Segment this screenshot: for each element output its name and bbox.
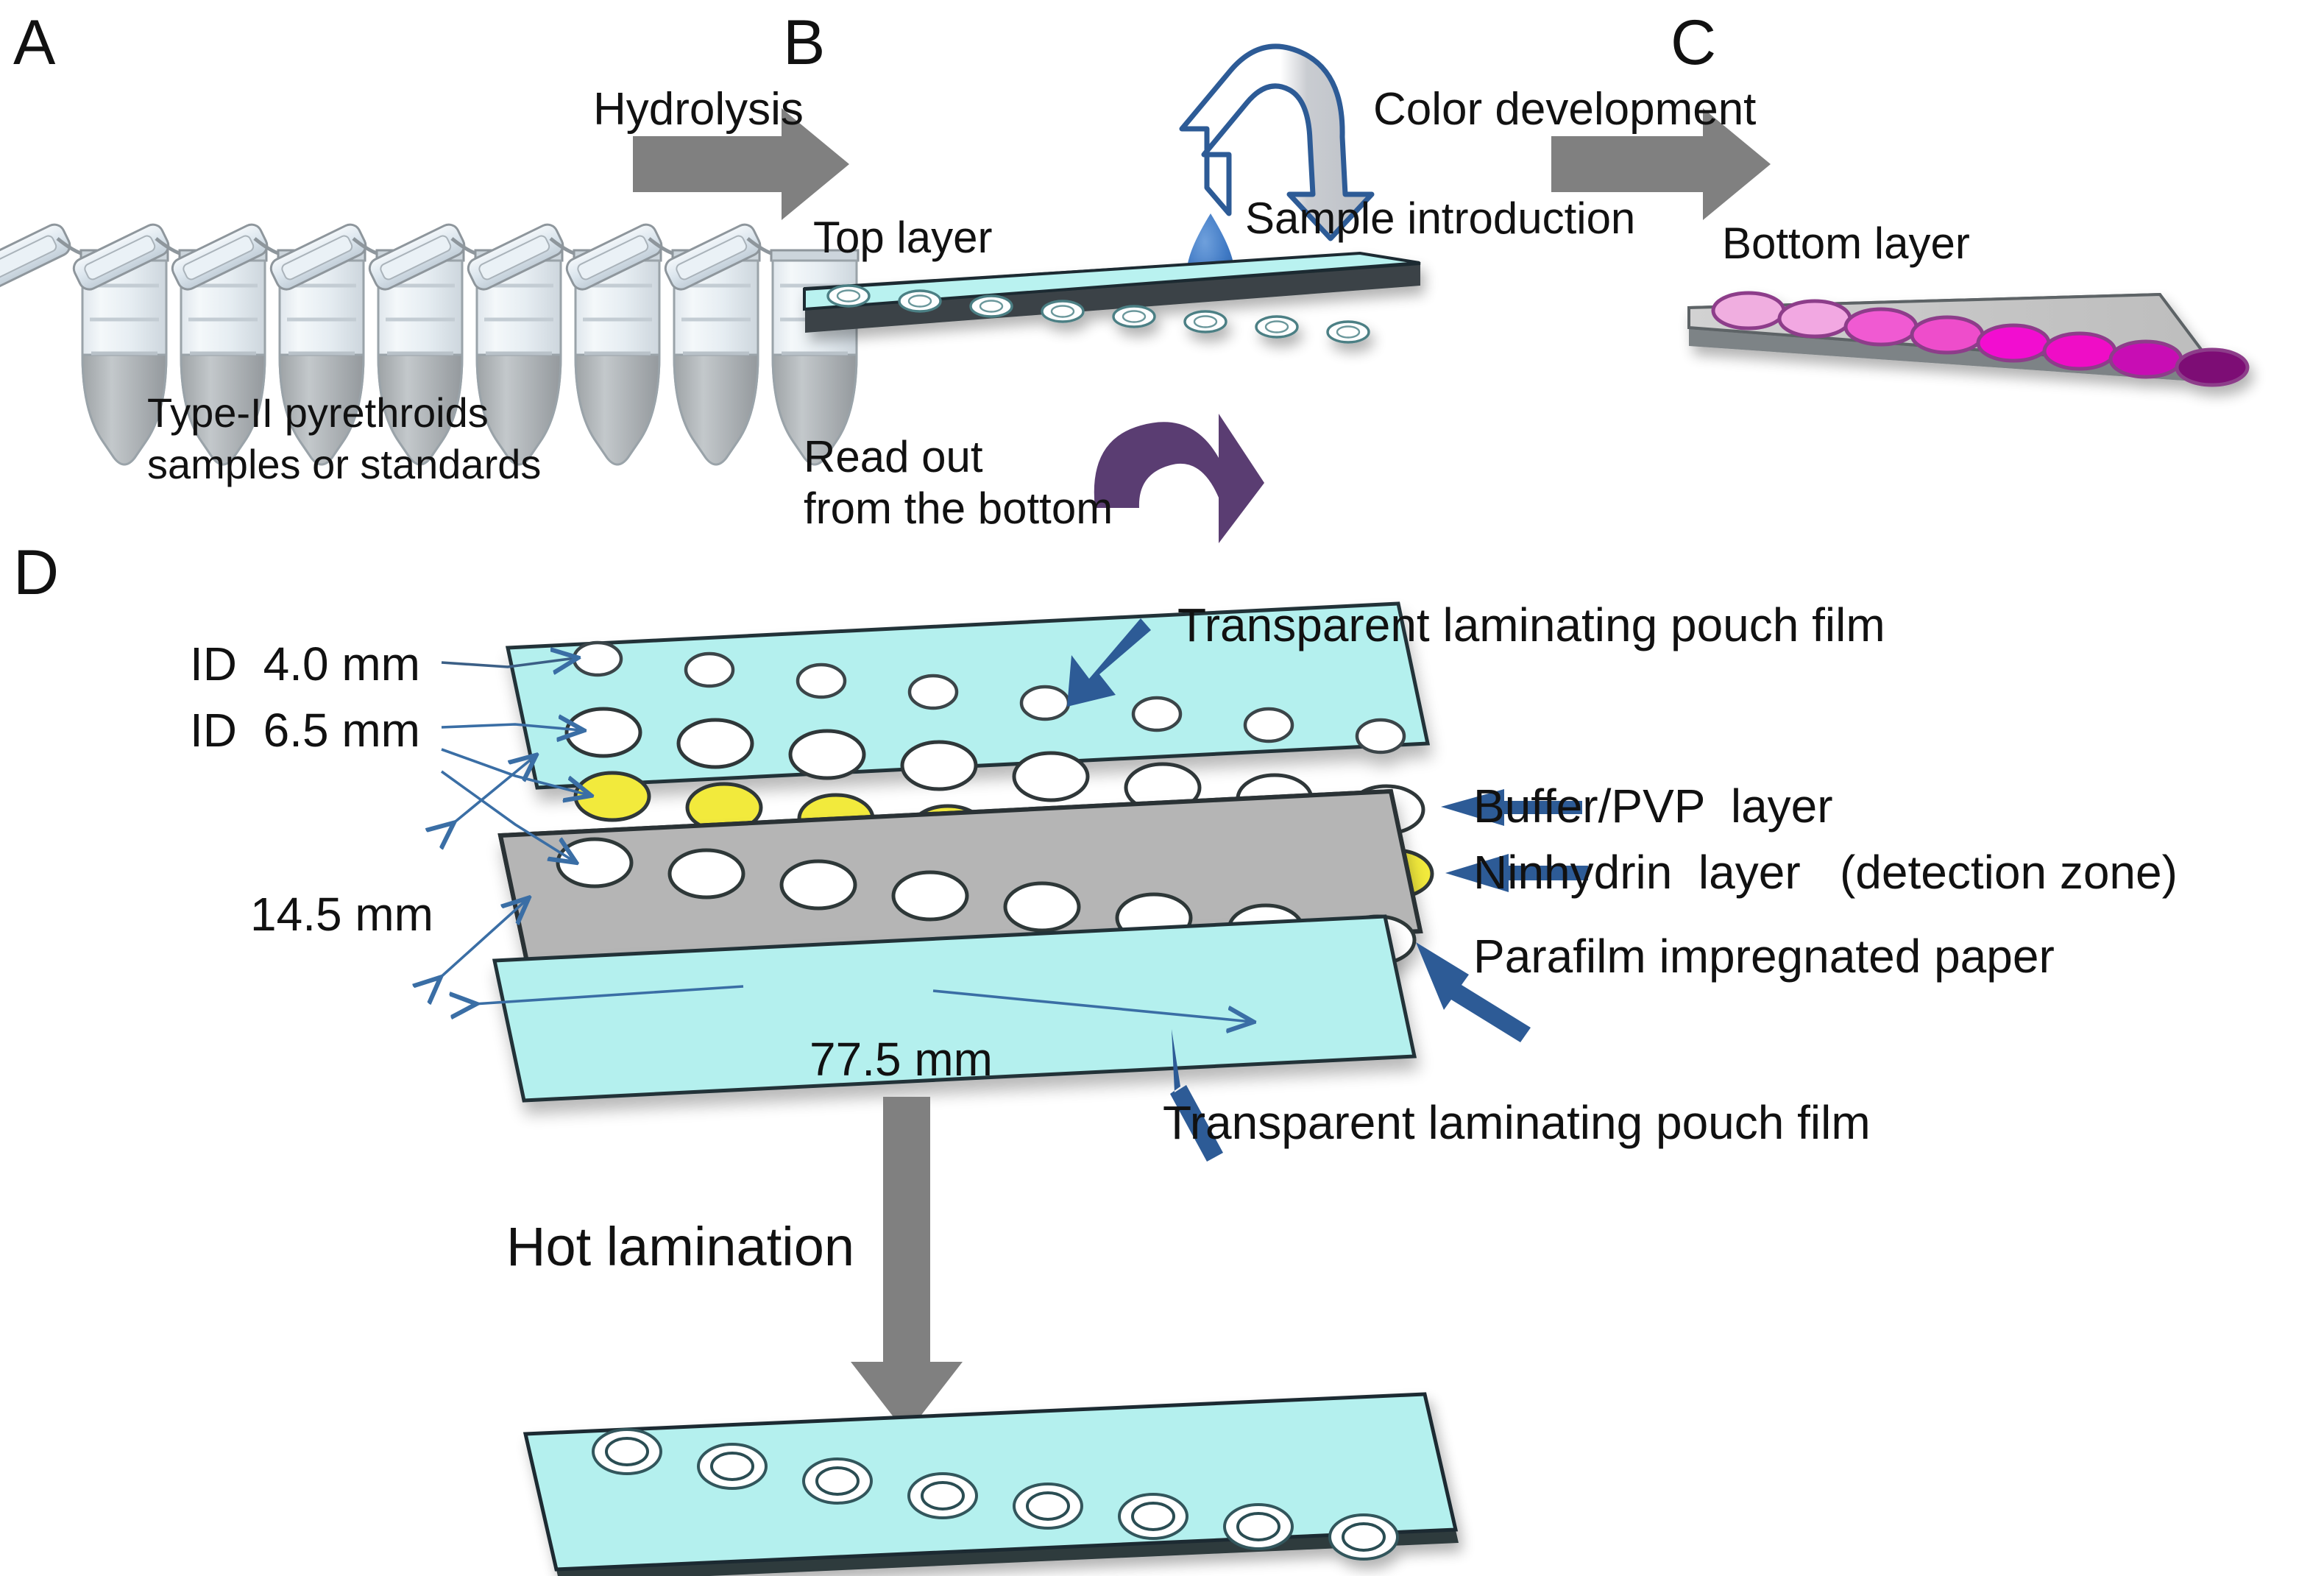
- bottom-layer-strip: [1687, 291, 2250, 387]
- tube: [269, 223, 465, 466]
- panel-letter-a: A: [13, 7, 56, 78]
- layer-label-ninhydrin: Ninhydrin layer (detection zone): [1473, 846, 2178, 899]
- layer-bottom-laminating-film: [492, 914, 1417, 1103]
- color-spot: [2108, 339, 2183, 379]
- dimension-strip-length: 77.5 mm: [809, 1033, 993, 1086]
- strip-wells: [826, 284, 1370, 344]
- panel-letter-d: D: [13, 537, 60, 608]
- color-spot: [2175, 347, 2250, 387]
- tube: [565, 223, 761, 466]
- top-layer-label: Top layer: [813, 213, 993, 262]
- color-development-arrow: [1551, 108, 1771, 220]
- layer-buffer-pvp: [564, 707, 1425, 835]
- layer-parafilm-paper: [497, 788, 1423, 978]
- bottom-layer-label: Bottom layer: [1722, 219, 1970, 268]
- hot-lamination-label: Hot lamination: [506, 1216, 855, 1277]
- dimension-id-4mm: ID 4.0 mm: [190, 637, 420, 690]
- dimension-id-6p5mm: ID 6.5 mm: [190, 704, 420, 757]
- readout-arrow: [1094, 414, 1264, 543]
- laminated-wells: [592, 1428, 1399, 1561]
- layer-label-buffer-pvp: Buffer/PVP layer: [1473, 780, 1833, 833]
- sample-introduction-arrow: [1179, 43, 1375, 241]
- color-spot: [1843, 307, 1919, 347]
- hydrolysis-label: Hydrolysis: [593, 84, 804, 135]
- color-spot: [1711, 291, 1786, 331]
- tube-rack: [0, 223, 860, 466]
- tube: [467, 223, 662, 466]
- panel-b: [803, 43, 1421, 543]
- panel-letter-c: C: [1671, 7, 1717, 78]
- color-spot: [1777, 299, 1852, 339]
- layer-label-top-film: Transparent laminating pouch film: [1177, 598, 1885, 651]
- panel-letter-b: B: [783, 7, 826, 78]
- panel-a-caption-line1: Type-II pyrethroids: [147, 389, 489, 436]
- panel-c: [1687, 291, 2250, 387]
- tube: [368, 223, 564, 466]
- dimension-strip-width: 14.5 mm: [250, 888, 433, 941]
- layer-label-bottom-film: Transparent laminating pouch film: [1163, 1096, 1871, 1149]
- panel-a-caption-line2: samples or standards: [147, 441, 542, 487]
- laminated-strip: [522, 1392, 1459, 1576]
- dimension-leaders: [439, 658, 1251, 1022]
- panel-a: [0, 223, 860, 466]
- callout-arrows: [1067, 618, 1588, 1162]
- hydrolysis-arrow: [633, 108, 849, 220]
- layer-label-parafilm: Parafilm impregnated paper: [1473, 930, 2055, 983]
- color-spots: [1711, 291, 2250, 387]
- readout-label-line1: Read out: [804, 432, 983, 481]
- hot-lamination-arrow: [851, 1097, 963, 1434]
- color-spot: [1910, 315, 1985, 355]
- top-layer-strip: [803, 251, 1421, 344]
- sample-introduction-label: Sample introduction: [1245, 194, 1636, 243]
- panel-d: [439, 601, 1588, 1576]
- readout-label-line2: from the bottom: [804, 484, 1113, 533]
- color-spot: [1976, 323, 2051, 363]
- color-development-label: Color development: [1373, 84, 1757, 135]
- color-spot: [2042, 331, 2117, 371]
